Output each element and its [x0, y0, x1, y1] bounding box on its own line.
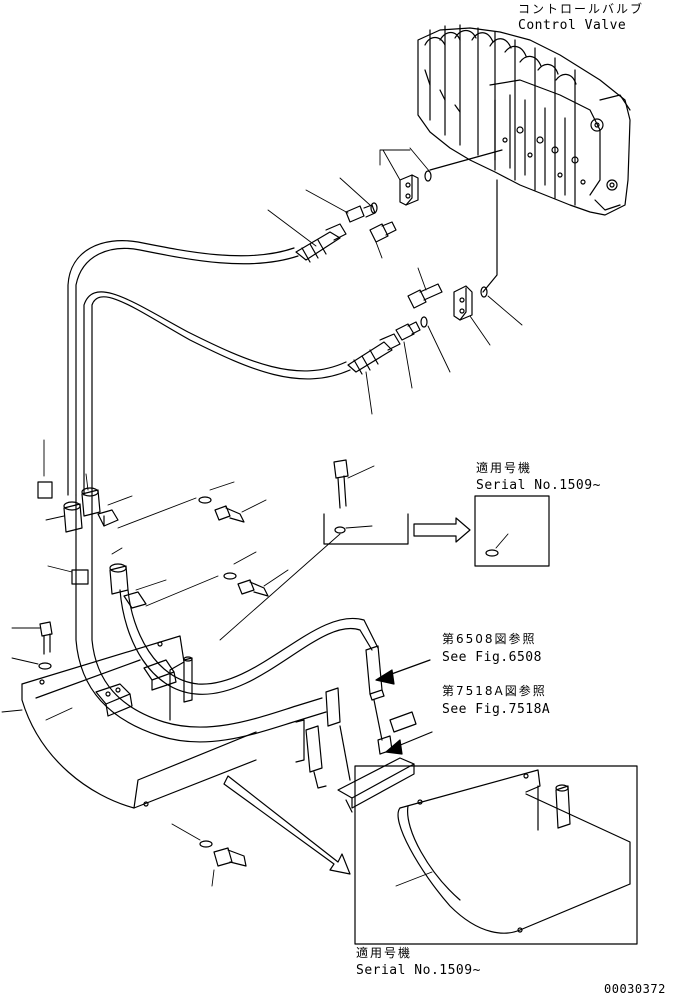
- bolt-detail: [333, 459, 375, 509]
- arrow-7518a: [397, 731, 433, 747]
- pin: [183, 656, 193, 703]
- serial-label-lower-en: Serial No.1509~: [356, 963, 481, 978]
- block-fitting: [337, 711, 417, 813]
- clamp-sleeve-2: [81, 473, 101, 517]
- hose-upper: [67, 240, 299, 496]
- clamp-sleeve-1: [45, 501, 83, 533]
- cover-plate: [1, 635, 257, 809]
- ref-7518a-label-en: See Fig.7518A: [442, 702, 551, 717]
- bracket-mid: [123, 575, 219, 609]
- hose-clamp-block-1: [95, 683, 133, 717]
- control-valve-label-jp: コントロールバルブ: [518, 2, 645, 16]
- ref-6508-label-jp: 第6508図参照: [442, 632, 537, 646]
- lower-adapter: [395, 316, 451, 389]
- lower-flange: [453, 285, 523, 346]
- serial-label-lower-jp: 適用号機: [356, 946, 413, 960]
- serial-label-upper-en: Serial No.1509~: [476, 478, 601, 493]
- washer-bolt-bottom: [171, 823, 247, 887]
- lower-hose-run: [75, 494, 379, 743]
- clamp-upper-left: [37, 439, 53, 499]
- bolt-left: [11, 621, 53, 670]
- arrow-7518a-head: [385, 739, 403, 755]
- right-fittings: [295, 645, 393, 789]
- washer-bolt-upper: [198, 481, 267, 523]
- upper-adapter: [305, 177, 378, 223]
- arrow-to-detail: [413, 517, 471, 543]
- ref-6508-label-en: See Fig.6508: [442, 650, 542, 665]
- upper-flange: [379, 147, 432, 206]
- serial-label-upper-jp: 適用号機: [476, 461, 533, 475]
- plate-detail: [219, 513, 409, 641]
- lower-hose-fitting: [347, 333, 401, 415]
- control-valve-label-en: Control Valve: [518, 18, 627, 33]
- clamp-mid-left: [47, 565, 89, 585]
- washer-bolt-mid: [223, 551, 289, 597]
- upper-elbow: [369, 221, 397, 259]
- arrow-to-lower-detail: [223, 775, 351, 875]
- arrow-6508-head: [375, 669, 395, 685]
- hose-lower: [83, 291, 351, 496]
- clamp-sleeve-3: [109, 547, 129, 595]
- ref-7518a-label-jp: 第7518A図参照: [442, 684, 547, 698]
- serial-detail-box: [474, 495, 550, 567]
- drawing-number: 00030372: [604, 982, 666, 996]
- serial-detail-box-lower: [354, 765, 638, 945]
- bracket-upper: [97, 495, 197, 529]
- upper-hose-fitting: [267, 209, 347, 263]
- lower-bolt: [407, 267, 443, 309]
- control-valve: [417, 24, 631, 216]
